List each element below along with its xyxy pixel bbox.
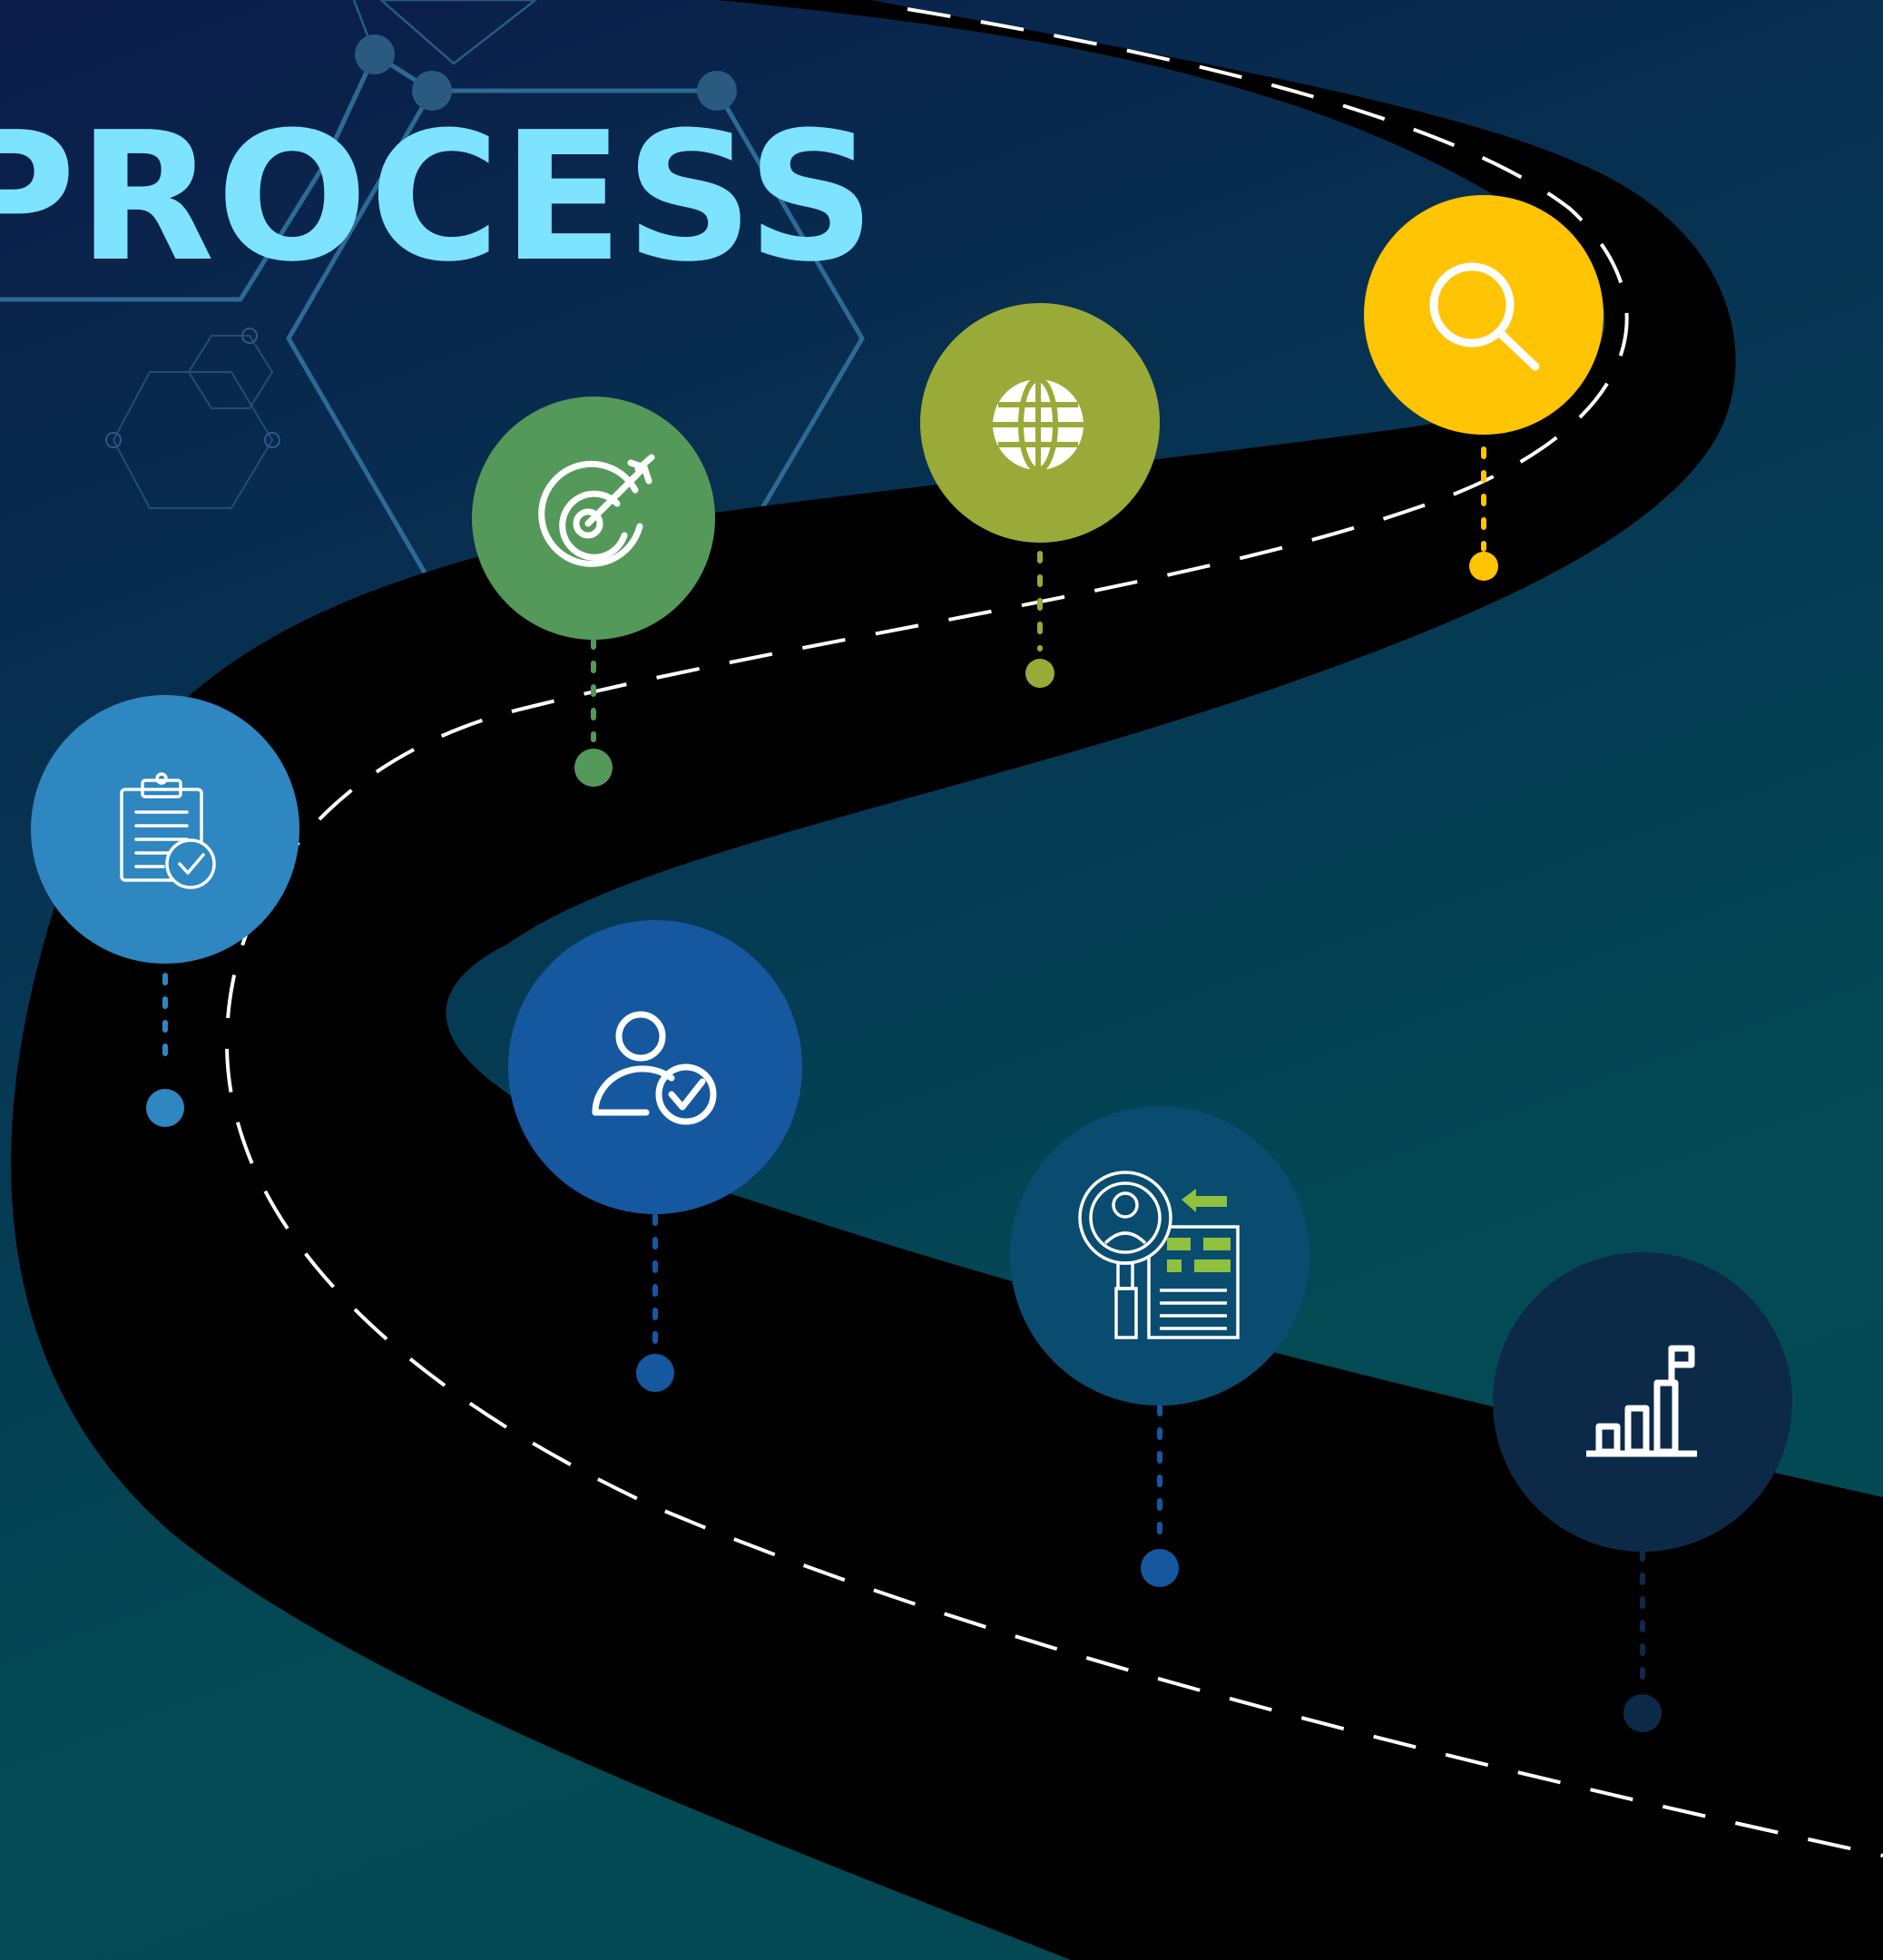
- step-2-marker: [1025, 659, 1054, 688]
- search-icon: [1429, 262, 1540, 371]
- step-connectors: [162, 446, 1645, 1690]
- step-3-badge: [472, 397, 715, 640]
- hexagon-network-decoration: [0, 0, 865, 588]
- step-5-marker: [636, 1354, 674, 1392]
- candidate-search-resume-icon: [1078, 1171, 1240, 1339]
- step-2-badge: [920, 303, 1160, 543]
- step-6-marker: [1141, 1549, 1179, 1587]
- winding-road: [11, 0, 1883, 1960]
- growth-chart-flag-icon: [1586, 1345, 1697, 1457]
- user-check-icon: [592, 1011, 717, 1125]
- step-1-badge: [1364, 195, 1603, 435]
- step-5-badge: [508, 920, 802, 1214]
- clipboard-check-icon: [120, 772, 216, 889]
- step-1-marker: [1469, 552, 1498, 581]
- globe-icon: [993, 377, 1084, 473]
- step-markers: [146, 552, 1662, 1732]
- target-arrow-icon: [538, 454, 655, 567]
- step-6-badge: [1010, 1106, 1309, 1406]
- step-7-badge: [1493, 1252, 1792, 1552]
- page-title: PROCESS: [0, 94, 878, 301]
- step-3-marker: [574, 749, 613, 787]
- step-7-marker: [1623, 1694, 1662, 1732]
- step-4-marker: [146, 1089, 184, 1127]
- step-4-badge: [31, 695, 299, 964]
